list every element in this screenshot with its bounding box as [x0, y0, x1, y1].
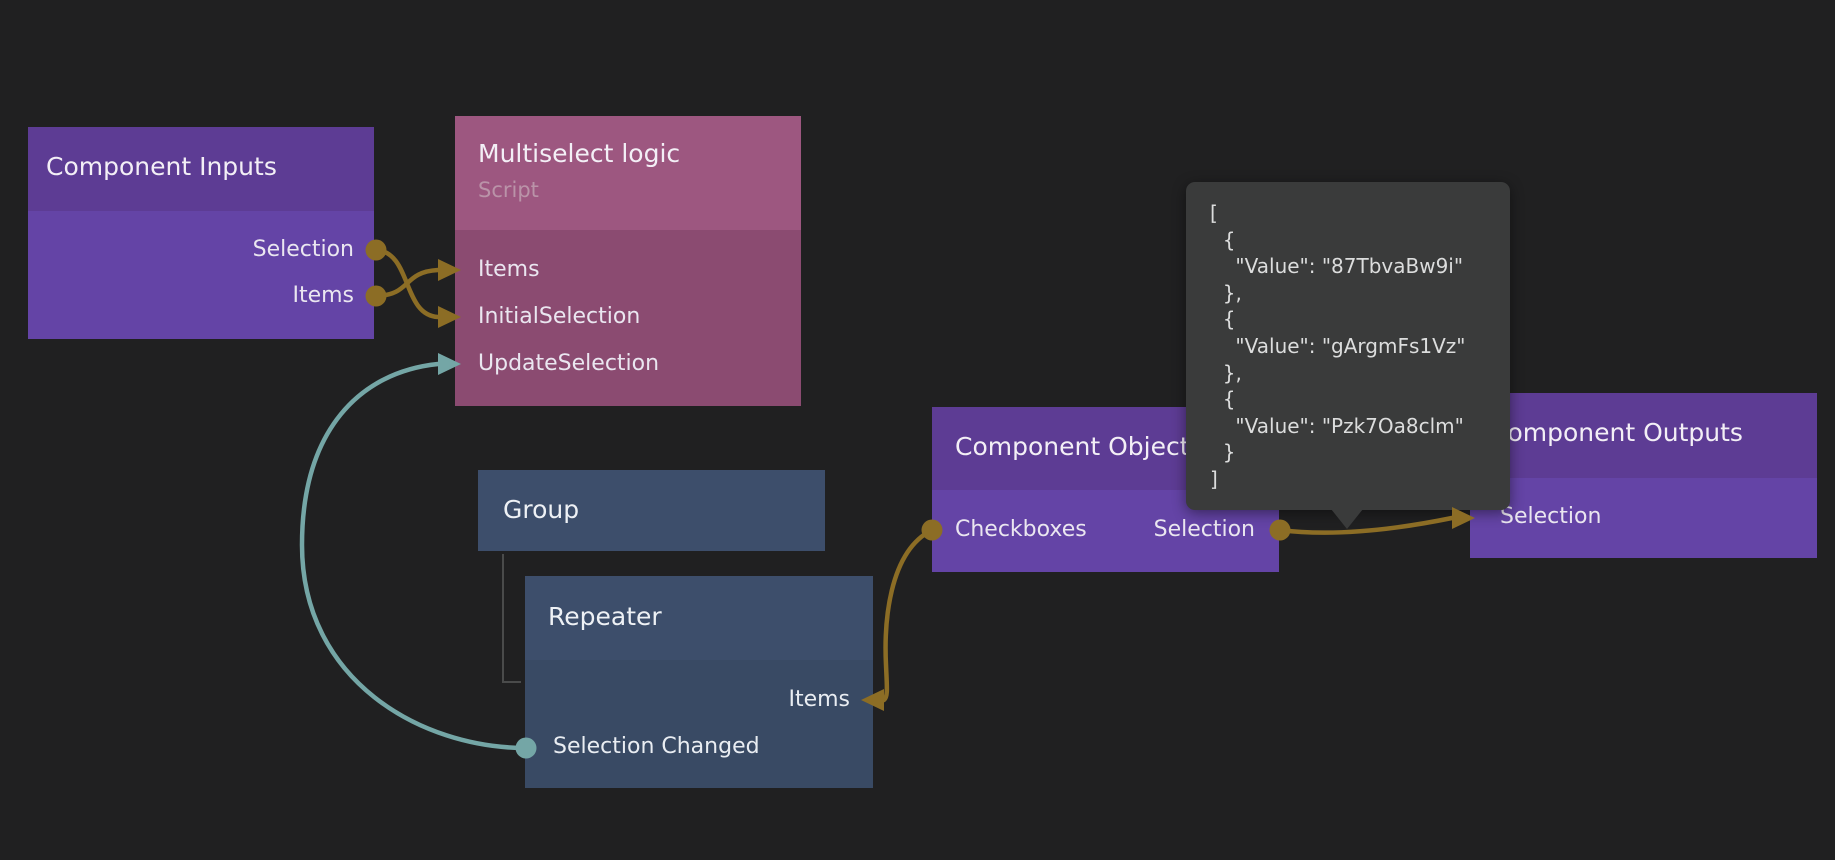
port-object-selection-output[interactable]: Selection [1153, 517, 1255, 542]
repeater-items-arrow-icon[interactable] [861, 689, 884, 711]
node-component-inputs[interactable]: Component Inputs Selection Items [28, 127, 374, 339]
tooltip-line: "Value": "gArgmFs1Vz" [1210, 333, 1466, 358]
value-preview-tooltip: [ { "Value": "87TbvaBw9i" }, { "Value": … [1186, 182, 1510, 510]
items-arrow-icon[interactable] [438, 259, 461, 281]
tooltip-line: }, [1210, 360, 1242, 385]
node-title: Group [503, 495, 580, 524]
node-title: Repeater [548, 602, 662, 631]
port-updateselection-input[interactable]: UpdateSelection [478, 351, 660, 376]
node-component-outputs[interactable]: Component Outputs Selection [1470, 393, 1817, 558]
node-subtitle: Script [478, 178, 539, 202]
node-multiselect-logic[interactable]: Multiselect logic Script Items InitialSe… [455, 116, 801, 406]
node-header [525, 576, 873, 660]
tooltip-line: "Value": "87TbvaBw9i" [1210, 254, 1464, 279]
node-title: Component Inputs [46, 152, 277, 181]
port-initialselection-input[interactable]: InitialSelection [478, 304, 641, 329]
port-selection-changed-output[interactable]: Selection Changed [553, 734, 760, 759]
port-repeater-items-input[interactable]: Items [788, 687, 850, 712]
updateselection-arrow-icon[interactable] [438, 353, 461, 375]
node-title: Component Object [955, 432, 1190, 461]
node-title: Multiselect logic [478, 139, 681, 168]
wire-object-selection-to-outputs-selection[interactable] [1277, 515, 1455, 535]
port-items-output[interactable]: Items [292, 283, 354, 308]
port-outputs-selection-input[interactable]: Selection [1500, 504, 1602, 529]
object-selection-output-dot[interactable] [1269, 519, 1291, 541]
selection-changed-dot[interactable] [515, 737, 537, 759]
group-repeater-hierarchy-line [502, 554, 521, 683]
tooltip-line: }, [1210, 280, 1242, 305]
node-repeater[interactable]: Repeater Items Selection Changed [525, 576, 873, 788]
tooltip-line: "Value": "Pzk7Oa8clm" [1210, 413, 1464, 438]
node-header [478, 470, 825, 551]
tooltip-line: } [1210, 440, 1236, 465]
wire-checkboxes-to-repeater-items[interactable] [881, 527, 935, 703]
tooltip-line: ] [1210, 466, 1218, 491]
port-selection-output[interactable]: Selection [252, 237, 354, 262]
node-header [28, 127, 374, 211]
node-title: Component Outputs [1490, 418, 1743, 447]
node-header [1470, 393, 1817, 478]
tooltip-line: [ [1210, 201, 1218, 225]
port-checkboxes[interactable]: Checkboxes [955, 517, 1087, 542]
port-items-input[interactable]: Items [478, 257, 540, 282]
wire-selection-changed-to-updateselection[interactable] [299, 361, 529, 751]
node-header [455, 116, 801, 230]
initialselection-arrow-icon[interactable] [438, 306, 461, 328]
tooltip-line: { [1210, 227, 1236, 252]
tooltip-line: { [1210, 307, 1236, 332]
checkboxes-dot[interactable] [921, 519, 943, 541]
node-component-object[interactable]: Component Object Checkboxes Selection [932, 407, 1279, 572]
outputs-selection-arrow-icon[interactable] [1452, 507, 1475, 529]
node-group[interactable]: Group [478, 470, 825, 551]
selection-output-dot[interactable] [365, 239, 387, 261]
tooltip-pointer [1327, 504, 1367, 529]
tooltip-line: { [1210, 387, 1236, 412]
items-output-dot[interactable] [365, 285, 387, 307]
